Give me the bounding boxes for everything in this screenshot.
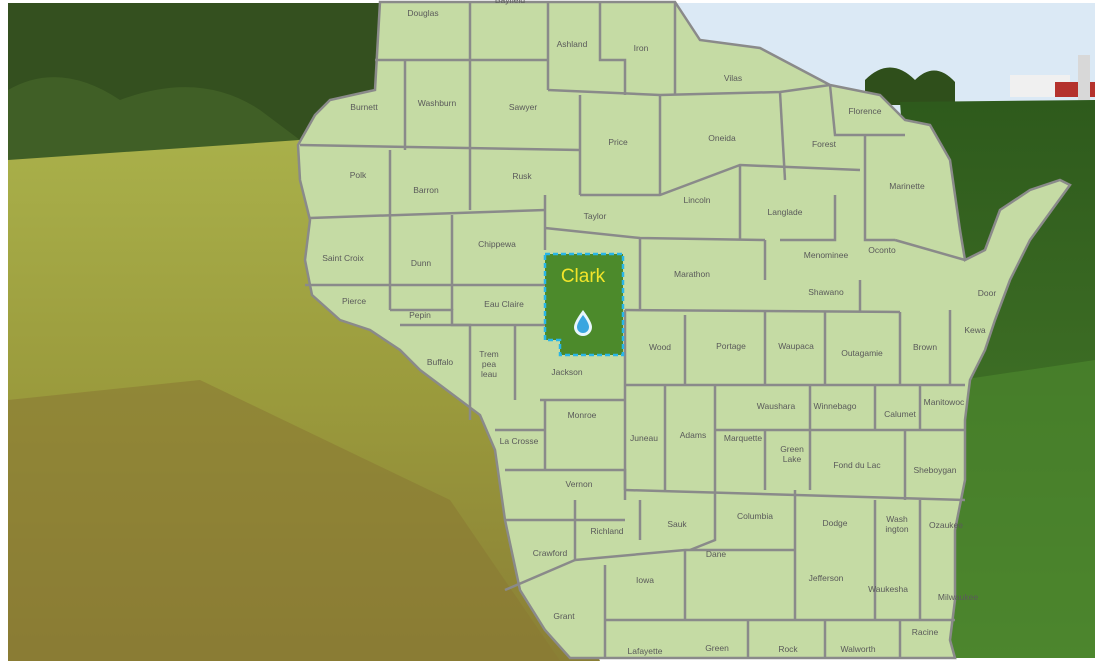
county-label: Richland <box>590 526 623 536</box>
county-label: Florence <box>848 106 881 116</box>
county-label: Taylor <box>584 211 607 221</box>
county-label: Jackson <box>551 367 582 377</box>
county-label: Lafayette <box>628 646 663 656</box>
county-label: Eau Claire <box>484 299 524 309</box>
county-label: Juneau <box>630 433 658 443</box>
county-label: Washburn <box>418 98 457 108</box>
county-label: Monroe <box>568 410 597 420</box>
county-label: Manitowoc <box>924 397 965 407</box>
county-label: Fond du Lac <box>833 460 881 470</box>
county-label: Saint Croix <box>322 253 364 263</box>
county-label: Racine <box>912 627 939 637</box>
selected-county-clark[interactable]: Clark <box>543 252 625 357</box>
county-label: Calumet <box>884 409 916 419</box>
county-label: Grant <box>553 611 575 621</box>
county-label: Columbia <box>737 511 773 521</box>
county-label: Price <box>608 137 628 147</box>
county-label: Marquette <box>724 433 763 443</box>
county-label: Forest <box>812 139 837 149</box>
county-label: Sauk <box>667 519 687 529</box>
county-label: Walworth <box>840 644 875 654</box>
county-label: Buffalo <box>427 357 454 367</box>
county-label: Menominee <box>804 250 849 260</box>
county-label: Douglas <box>407 8 438 18</box>
county-label: Pepin <box>409 310 431 320</box>
county-label: Kewa <box>964 325 986 335</box>
county-label: Dunn <box>411 258 432 268</box>
county-label: Vilas <box>724 73 742 83</box>
county-label: La Crosse <box>500 436 539 446</box>
county-label: Iowa <box>636 575 654 585</box>
county-label: Pierce <box>342 296 366 306</box>
county-label: Burnett <box>350 102 378 112</box>
county-label: Polk <box>350 170 367 180</box>
county-label: Portage <box>716 341 746 351</box>
county-label: Bayfield <box>495 0 526 5</box>
county-label: Green <box>705 643 729 653</box>
county-label: Dodge <box>822 518 847 528</box>
county-label: Marathon <box>674 269 710 279</box>
county-label: Rusk <box>512 171 532 181</box>
county-label: Outagamie <box>841 348 883 358</box>
county-label: Crawford <box>533 548 568 558</box>
county-label: Shawano <box>808 287 844 297</box>
county-label: Chippewa <box>478 239 516 249</box>
county-label: Sheboygan <box>913 465 956 475</box>
county-label: Sawyer <box>509 102 538 112</box>
county-label: Wood <box>649 342 671 352</box>
county-label: Jefferson <box>809 573 844 583</box>
county-label: Rock <box>778 644 798 654</box>
county-label: Langlade <box>768 207 803 217</box>
county-label: Door <box>978 288 997 298</box>
county-label: Ozaukee <box>929 520 963 530</box>
county-label: Waupaca <box>778 341 814 351</box>
county-label: Marinette <box>889 181 925 191</box>
county-label: Vernon <box>566 479 593 489</box>
county-label: Waukesha <box>868 584 908 594</box>
county-label: Waushara <box>757 401 796 411</box>
selected-county-title: Clark <box>561 266 606 287</box>
county-label: Iron <box>634 43 649 53</box>
county-label: Milwaukee <box>938 592 978 602</box>
county-label: Brown <box>913 342 937 352</box>
county-label: Adams <box>680 430 706 440</box>
county-label: Lincoln <box>684 195 711 205</box>
county-borders <box>299 2 966 658</box>
water-drop-icon <box>574 310 592 336</box>
county-label: Barron <box>413 185 439 195</box>
county-label: Oneida <box>708 133 736 143</box>
county-label: Winnebago <box>813 401 856 411</box>
county-label: Ashland <box>557 39 588 49</box>
county-label: Dane <box>706 549 727 559</box>
county-label: Oconto <box>868 245 896 255</box>
